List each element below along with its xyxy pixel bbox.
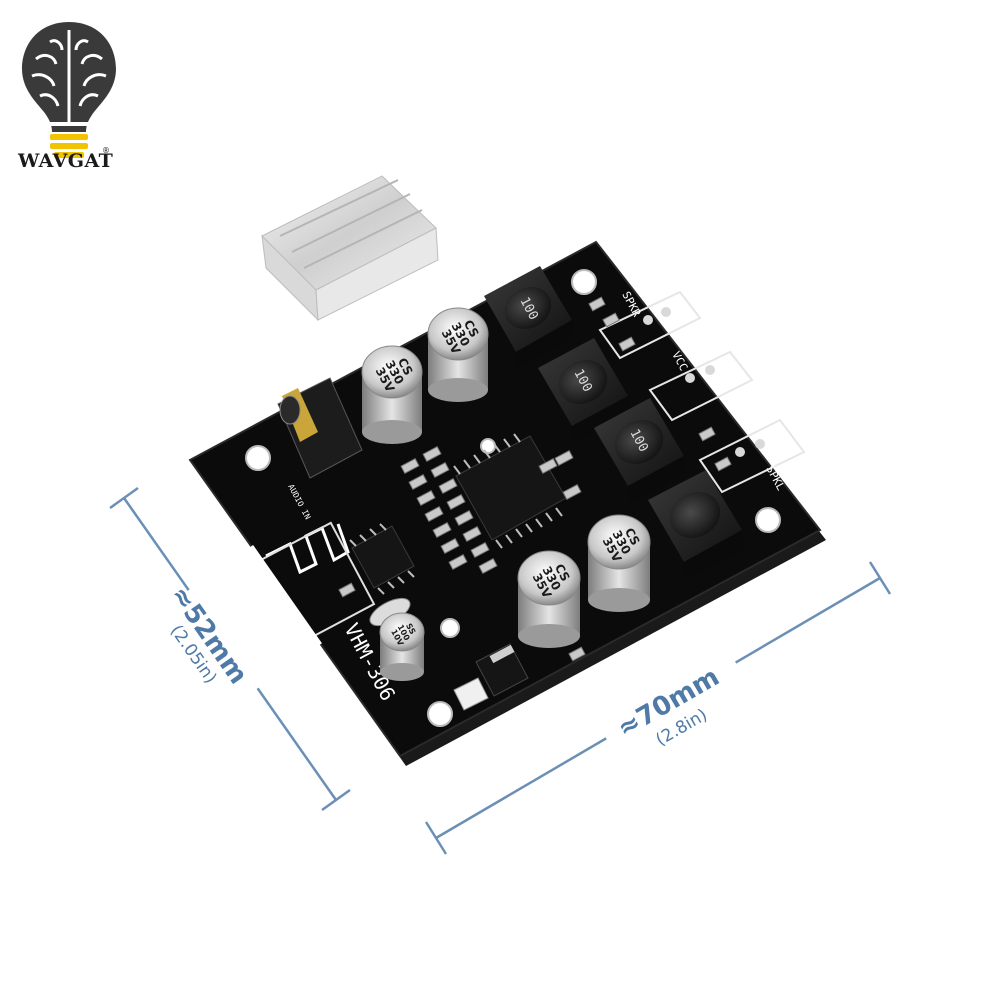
mounting-hole	[755, 507, 781, 533]
pcb-board: AUDIO IN VHM-306 SPKR VCC GND SPKL 100 1…	[188, 240, 826, 766]
brand-name: WAVGAT	[18, 150, 114, 172]
mounting-hole	[245, 445, 271, 471]
electrolytic-capacitor: CS 330 35V	[517, 550, 581, 648]
heatsink	[261, 175, 439, 322]
mounting-hole	[427, 701, 453, 727]
height-dimension: ≈52mm (2.05in)	[109, 486, 351, 812]
inductor: 100	[538, 338, 630, 442]
small-connector	[453, 677, 489, 711]
mounting-hole	[571, 269, 597, 295]
electrolytic-capacitor: CS 330 35V	[427, 307, 489, 402]
svg-text:CS 330 35V: CS 330 35V	[438, 314, 485, 358]
electrolytic-capacitor: CS 330 35V	[587, 514, 651, 612]
registered-mark: ®	[102, 146, 110, 155]
voltage-regulator	[475, 643, 529, 697]
small-capacitor: SS 100 10V	[379, 612, 425, 681]
inductor: 100	[594, 398, 686, 502]
inductor	[648, 470, 744, 580]
bluetooth-chip	[349, 523, 415, 595]
brain-bulb-icon	[22, 22, 116, 158]
electrolytic-capacitor: CS 330 35V	[361, 345, 423, 444]
inductor: 100	[484, 266, 574, 368]
